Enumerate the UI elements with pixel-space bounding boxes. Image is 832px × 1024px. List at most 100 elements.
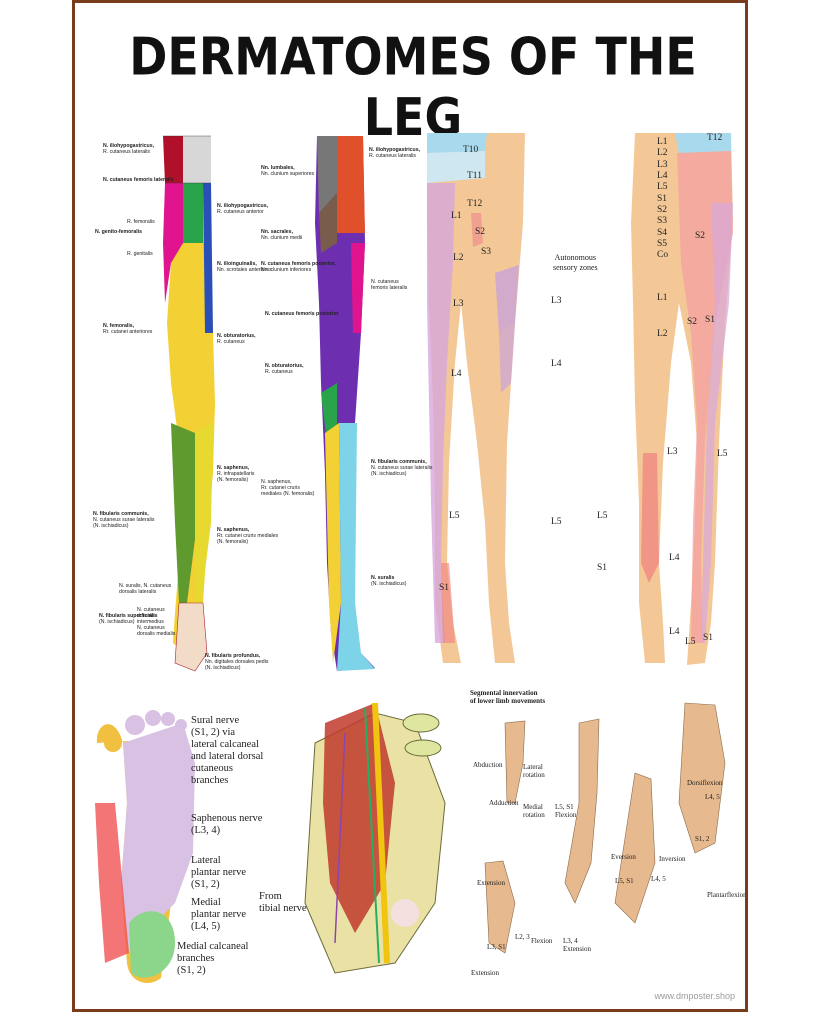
label-fibularis-communis: N. fibularis communis, N. cutaneus surae…: [93, 511, 155, 529]
derm-back-l5-top: L5: [657, 182, 668, 192]
derm-front-l2: L2: [453, 253, 464, 263]
derm-back-l2-top: L2: [657, 148, 668, 158]
label-back-sacrales: Nn. sacrales, Nn. clunium medii: [261, 229, 303, 241]
label-back-femoris-posterior-clunium: N. cutaneus femoris posterior, Nn. cluni…: [261, 261, 336, 273]
derm-back-s5-top: S5: [657, 239, 668, 249]
label-ilioinguinalis: N. ilioinguinalis, Nn. scrotales anterio…: [217, 261, 272, 273]
autonomous-sensory-zones-label: Autonomous sensory zones: [553, 253, 598, 272]
derm-front-t12: T12: [467, 199, 483, 209]
label-cutaneus-femoris-lateralis: N. cutaneus femoris lateralis: [103, 177, 174, 183]
label-back-femoris-posterior: N. cutaneus femoris posterior: [265, 311, 339, 317]
seg-plantarflexion: Plantarflexion: [707, 891, 747, 899]
front-leg-nerve-map: [163, 135, 215, 672]
label-obturatorius: N. obturatorius, R. cutaneus: [217, 333, 256, 345]
segmental-title: Segmental innervation of lower limb move…: [470, 689, 546, 705]
derm-back-l4-foot: L4: [669, 627, 680, 637]
derm-front-l1: L1: [451, 211, 462, 221]
derm-back-t12: T12: [707, 133, 723, 143]
label-saphenous-nerve: Saphenous nerve (L3, 4): [191, 813, 263, 836]
label-back-obturatorius: N. obturatorius, R. cutaneus: [265, 363, 304, 375]
derm-back-s3-top: S3: [657, 216, 668, 226]
back-leg-nerve-map: [315, 136, 375, 671]
derm-back-s2: S2: [687, 317, 698, 327]
label-fibularis-profundus: N. fibularis profundus, Nn. digitales do…: [205, 653, 269, 671]
front-dermatome-leg: [427, 133, 525, 663]
derm-back-s1-top: S1: [657, 194, 668, 204]
derm-front-l3: L3: [453, 299, 464, 309]
derm-front-s3: S3: [481, 247, 492, 257]
derm-back-l3: L3: [667, 447, 678, 457]
seg-extension-1: Extension: [477, 879, 505, 887]
seg-flexion: Flexion: [531, 937, 553, 945]
label-medial-calcaneal: Medial calcaneal branches (S1, 2): [177, 941, 249, 976]
derm-front-zone-l3: L3: [551, 296, 562, 306]
pelvis-nerve-diagram: [304, 702, 446, 974]
seg-l45-dorsiflexion: L4, 5: [705, 793, 720, 801]
derm-back-s1-foot: S1: [703, 633, 714, 643]
label-femoralis: N. femoralis, Rr. cutanei anteriores: [103, 323, 153, 335]
seg-eversion: Eversion: [611, 853, 636, 861]
foot-sole-diagram: [95, 710, 195, 983]
label-saphenus-cruris: N. saphenus, Rr. cutanei cruris mediales…: [217, 527, 279, 545]
derm-back-s4-top: S4: [657, 228, 668, 238]
label-back-suralis: N. suralis (N. ischiadicus): [371, 575, 407, 587]
label-back-iliohypogastricus: N. iliohypogastricus, R. cutaneus latera…: [369, 147, 421, 159]
label-genitofemoralis: N. genito-femoralis: [95, 229, 142, 235]
label-back-lumbales: Nn. lumbales, Nn. clunium superiores: [261, 165, 315, 177]
derm-back-s2-hip: S2: [695, 231, 706, 241]
derm-back-s1: S1: [705, 315, 716, 325]
derm-back-l1: L1: [657, 293, 668, 303]
label-from-tibial-nerve: From tibial nerve: [259, 891, 307, 914]
label-back-fibularis-communis: N. fibularis communis, N. cutaneus surae…: [371, 459, 433, 477]
derm-back-s2-top: S2: [657, 205, 668, 215]
seg-s12: S1, 2: [695, 835, 710, 843]
seg-l3s1: L3, S1: [487, 943, 506, 951]
derm-front-t11: T11: [467, 171, 482, 181]
seg-l45-inversion: L4, 5: [651, 875, 666, 883]
derm-front-zone-l5: L5: [551, 517, 562, 527]
derm-front-l4: L4: [451, 369, 462, 379]
seg-inversion: Inversion: [659, 855, 686, 863]
poster: DERMATOMES OF THE LEG: [72, 0, 748, 1012]
derm-back-l5-left: L5: [597, 511, 608, 521]
label-suralis-dorsalis-lateralis: N. suralis, N. cutaneus dorsalis lateral…: [119, 583, 172, 595]
anatomy-illustrations: [95, 133, 733, 983]
derm-back-l3-top: L3: [657, 160, 668, 170]
seg-l5s1-flexion: L5, S1 Flexion: [555, 803, 577, 819]
derm-back-l2: L2: [657, 329, 668, 339]
derm-back-l4-mid: L4: [669, 553, 680, 563]
label-sural-nerve: Sural nerve (S1, 2) via lateral calcanea…: [191, 715, 264, 786]
derm-back-l5-right: L5: [717, 449, 728, 459]
watermark: www.dmposter.shop: [654, 991, 735, 1001]
segmental-movement-sketches: [484, 702, 726, 954]
derm-front-s2: S2: [475, 227, 486, 237]
label-lateral-plantar-nerve: Lateral plantar nerve (S1, 2): [191, 855, 247, 890]
label-back-femoris-lateralis: N. cutaneus femoris lateralis: [371, 279, 408, 291]
label-cutaneus-dorsalis: N. cutaneus dorsalis intermedius N. cuta…: [137, 607, 176, 637]
seg-extension-2: Extension: [471, 969, 499, 977]
label-r-femoralis: R. femoralis: [127, 219, 155, 225]
label-iliohypogastricus-anterior: N. iliohypogastricus, R. cutaneus anteri…: [217, 203, 269, 215]
derm-back-co: Co: [657, 250, 669, 260]
label-medial-plantar-nerve: Medial plantar nerve (L4, 5): [191, 897, 247, 932]
label-back-saphenus: N. saphenus, Rr. cutanei cruris mediales…: [261, 479, 315, 497]
label-fibularis-superficialis: N. fibularis superficialis (N. ischiadic…: [99, 613, 158, 625]
derm-back-s1-left: S1: [597, 563, 608, 573]
derm-front-l5: L5: [449, 511, 460, 521]
label-r-genitalis: R. genitalis: [127, 251, 153, 257]
derm-front-t10: T10: [463, 145, 479, 155]
seg-abduction: Abduction: [473, 761, 503, 769]
seg-l34-extension: L3, 4 Extension: [563, 937, 591, 953]
derm-front-zone-l4: L4: [551, 359, 562, 369]
seg-lateral-rotation: Lateral rotation: [523, 763, 545, 779]
seg-adduction: Adduction: [489, 799, 519, 807]
derm-front-s1: S1: [439, 583, 450, 593]
seg-medial-rotation: Medial rotation: [523, 803, 545, 819]
poster-title: DERMATOMES OF THE LEG: [129, 26, 697, 148]
derm-back-l5-foot: L5: [685, 637, 696, 647]
label-saphenus-infrapatellaris: N. saphenus, R. infrapatellaris (N. femo…: [217, 465, 255, 483]
seg-dorsiflexion: Dorsiflexion: [687, 779, 723, 787]
derm-back-l1-top: L1: [657, 137, 668, 147]
back-dermatome-leg: [631, 133, 733, 665]
derm-back-l4-top: L4: [657, 171, 668, 181]
